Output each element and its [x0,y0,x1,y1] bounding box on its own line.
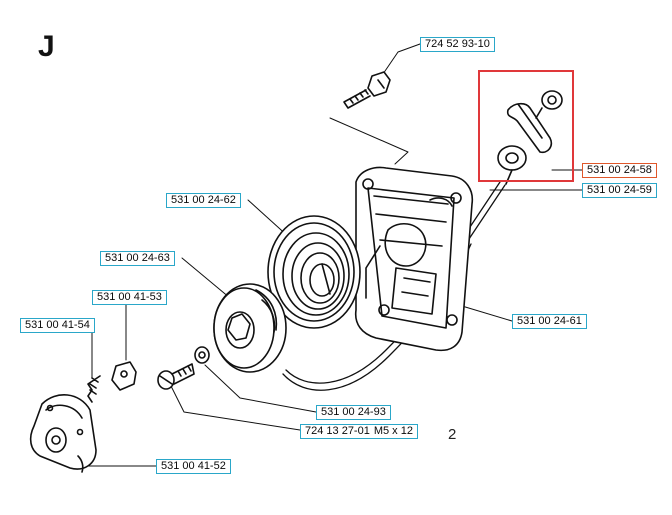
pawl-assembly [87,361,137,403]
leader-line [329,117,409,165]
page-number: 2 [448,426,457,443]
screw-top [343,71,391,109]
starter-cup [29,394,97,473]
recoil-spring [267,215,361,329]
center-screw [157,363,195,390]
callout-part-531-00-41-52[interactable]: 531 00 41-52 [156,459,231,474]
callout-part-number: 724 52 93-10 [425,38,490,50]
callout-part-number: 531 00 24-58 [587,164,652,176]
starter-handle [497,90,563,185]
highlight-box [478,70,574,182]
callout-part-number: 531 00 24-62 [171,194,236,206]
leader-line [204,364,317,413]
callout-part-531-00-24-93[interactable]: 531 00 24-93 [316,405,391,420]
leader-line [181,257,231,299]
callout-part-531-00-24-58[interactable]: 531 00 24-58 [582,163,657,178]
callout-part-number: 531 00 41-53 [97,291,162,303]
callout-part-724-52-93-10[interactable]: 724 52 93-10 [420,37,495,52]
leader-lines [83,43,583,467]
callout-part-number: 531 00 24-59 [587,184,652,196]
callout-part-531-00-24-61[interactable]: 531 00 24-61 [512,314,587,329]
section-letter: J [38,30,55,63]
callout-part-531-00-41-54[interactable]: 531 00 41-54 [20,318,95,333]
leader-line [167,379,301,431]
leader-line [461,305,513,322]
callout-part-number: 531 00 24-63 [105,252,170,264]
callout-part-number: 531 00 41-54 [25,319,90,331]
callout-part-size: M5 x 12 [373,425,413,437]
callout-part-531-00-24-59[interactable]: 531 00 24-59 [582,183,657,198]
washer [194,346,210,364]
rope-pulley [213,283,287,373]
callout-part-531-00-24-63[interactable]: 531 00 24-63 [100,251,175,266]
leader-line [382,43,421,75]
callout-part-number: 531 00 41-52 [161,460,226,472]
callout-part-531-00-41-53[interactable]: 531 00 41-53 [92,290,167,305]
callout-part-number: 724 13 27-01 [305,425,370,437]
starter-housing [354,166,474,352]
callout-part-531-00-24-62[interactable]: 531 00 24-62 [166,193,241,208]
callout-part-number: 531 00 24-61 [517,315,582,327]
callout-part-number: 531 00 24-93 [321,406,386,418]
